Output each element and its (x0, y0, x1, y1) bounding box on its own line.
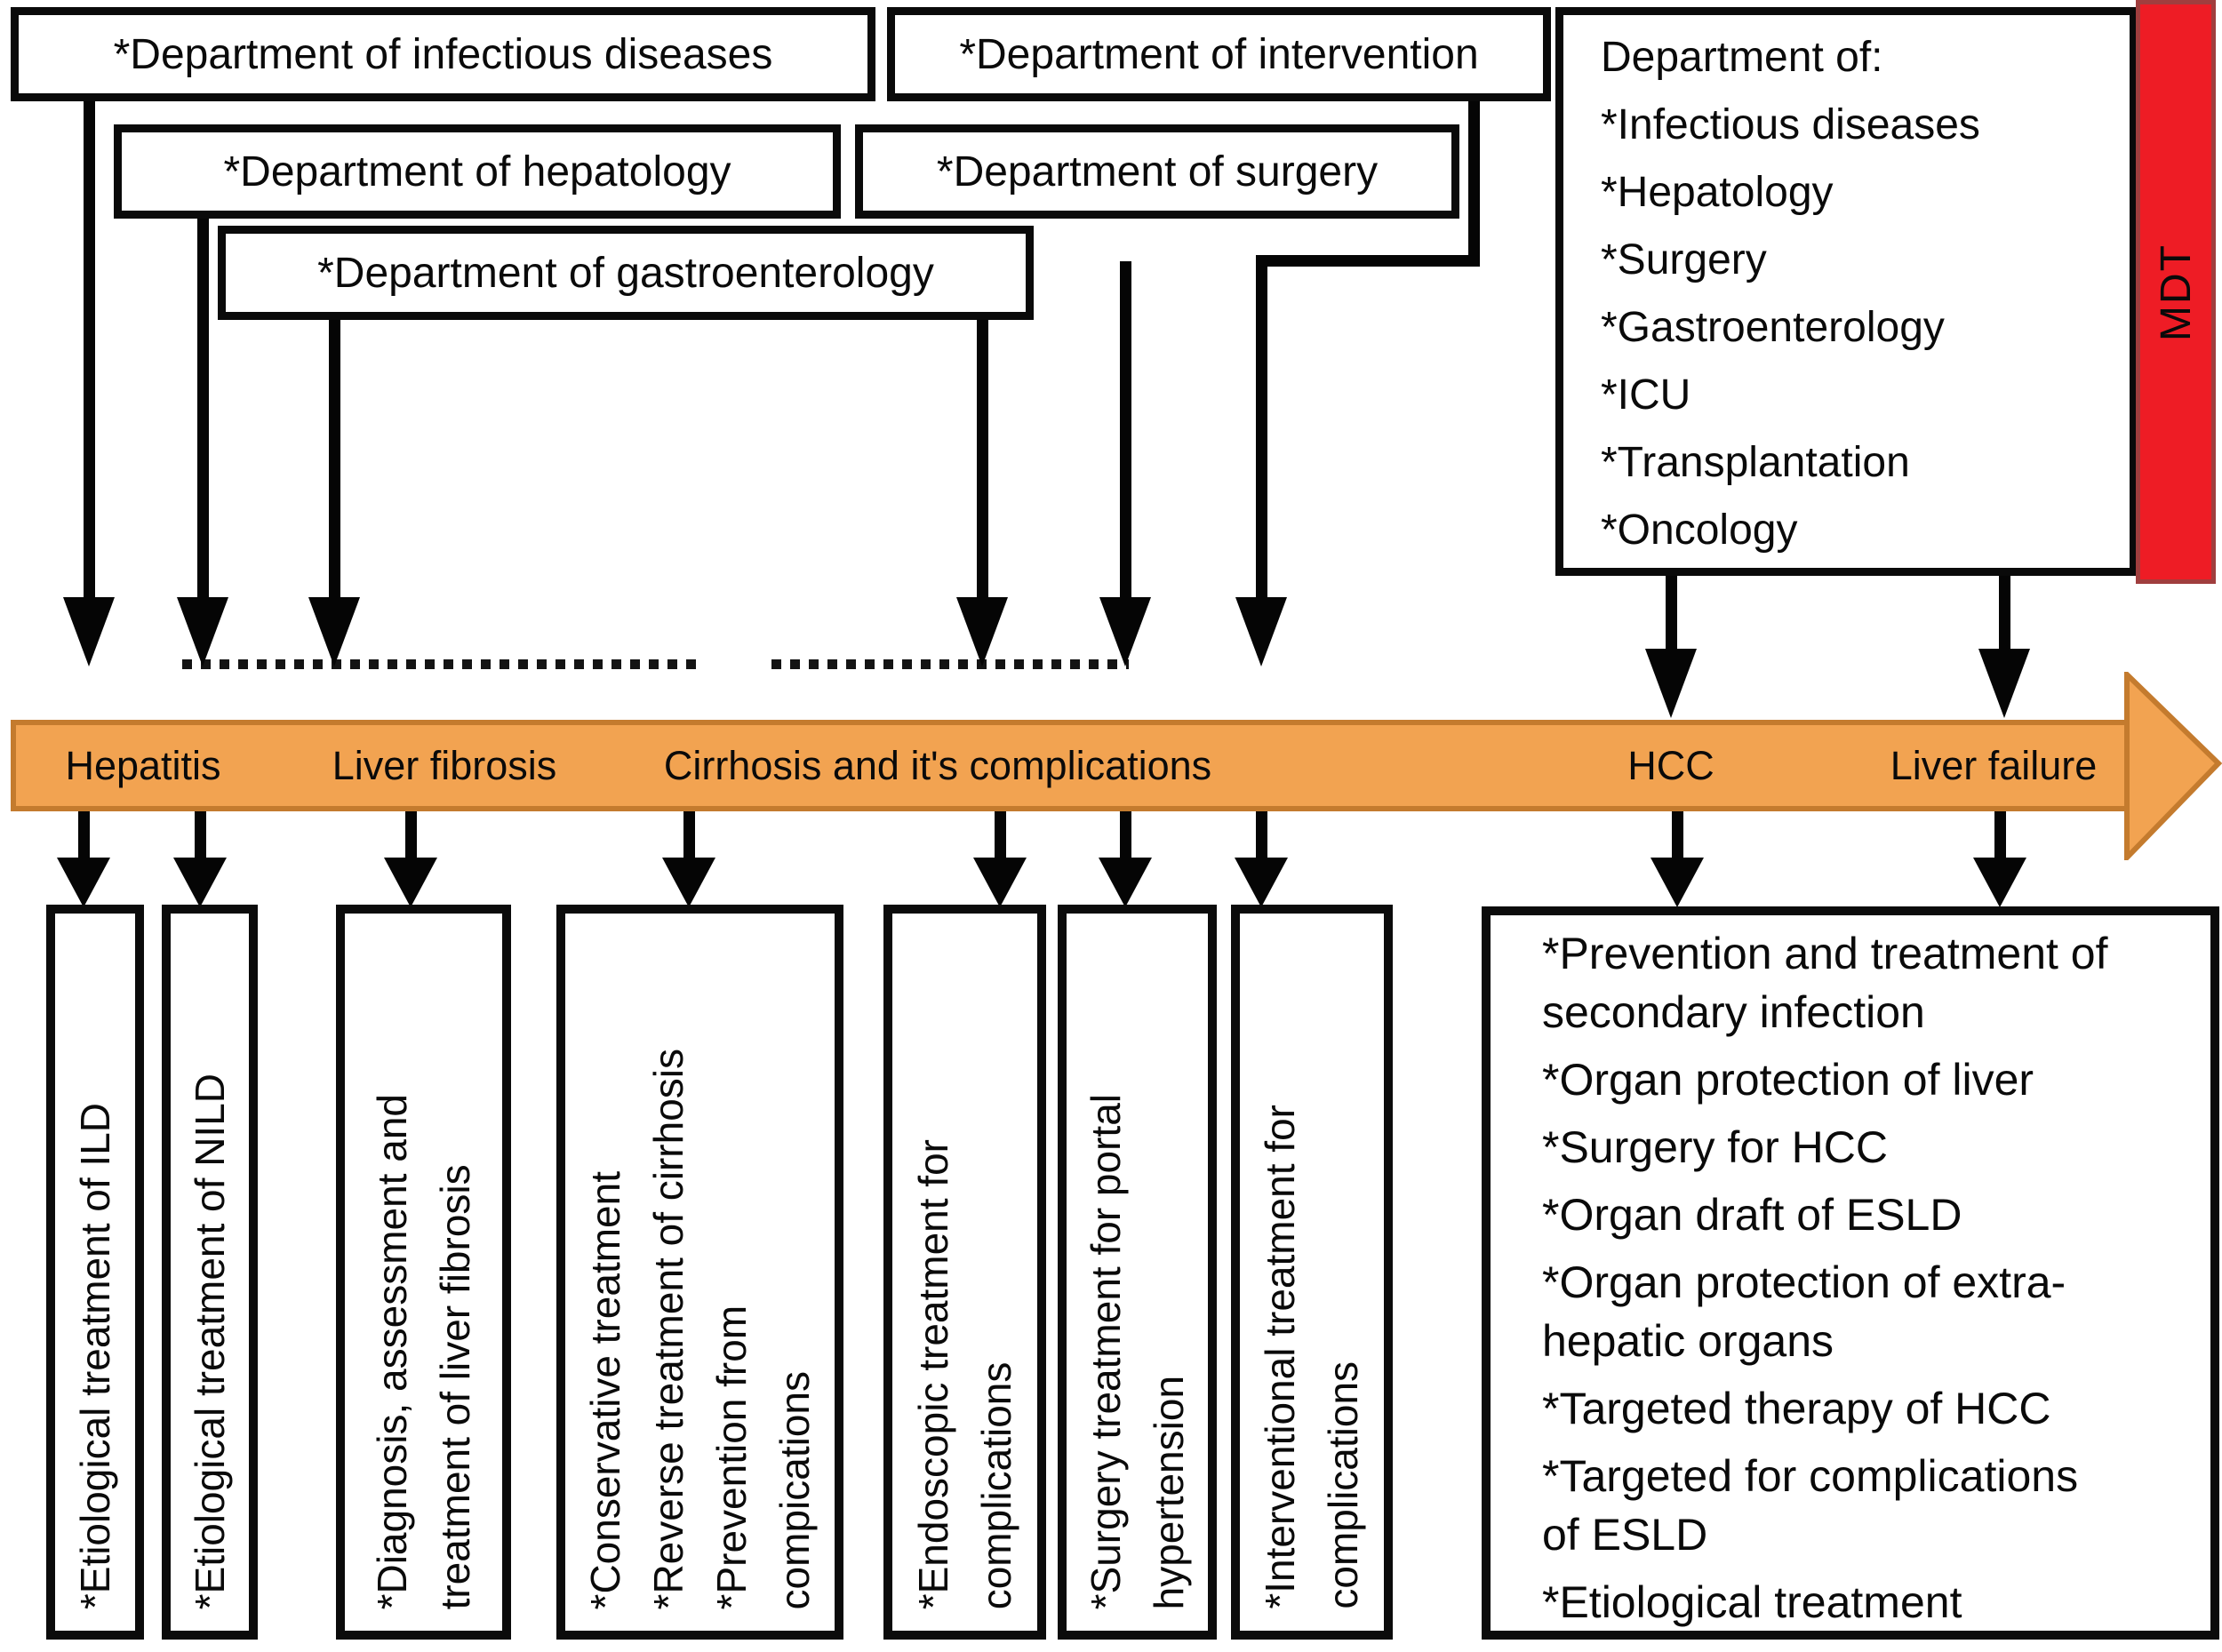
mdt-panel-item: *Oncology (1601, 507, 1798, 554)
box-dept-infectious-diseases: *Department of infectious diseases (11, 7, 875, 101)
arrow-mdt-failure-head (1978, 649, 2030, 718)
arrow-band-interventional-shaft (1256, 810, 1267, 859)
advanced-item: *Surgery for HCC (1542, 1122, 1888, 1172)
box-treatment-advanced: *Prevention and treatment of secondary i… (1482, 906, 2219, 1640)
arrow-hepatology-head (177, 597, 228, 666)
arrow-intervention-head (1235, 597, 1287, 666)
mdt-panel-item: *Transplantation (1601, 439, 1910, 486)
dotted-divider-right (771, 659, 1129, 669)
advanced-item: *Organ draft of ESLD (1542, 1190, 1962, 1240)
arrow-mdt-failure-shaft (1999, 574, 2010, 651)
dept-infectious-label: *Department of infectious diseases (113, 30, 773, 78)
arrow-gastro-left-head (308, 597, 360, 666)
stage-hcc: HCC (1627, 743, 1714, 788)
box-mdt-departments: Department of: *Infectious diseases *Hep… (1555, 7, 2138, 576)
mdt-panel-item: *Gastroenterology (1601, 304, 1945, 351)
mdt-panel-item: *ICU (1601, 371, 1691, 419)
connector-intervention-horizontal (1256, 255, 1480, 267)
arrow-band-failure-shaft (1994, 810, 2006, 859)
arrow-mdt-hcc-head (1645, 649, 1697, 718)
dept-intervention-label: *Department of intervention (959, 30, 1479, 78)
arrow-band-endoscopic-head (973, 858, 1027, 907)
treatment-cirrhosis-label: *Conservative treatment *Reverse treatme… (581, 1048, 818, 1609)
dept-surgery-label: *Department of surgery (936, 148, 1379, 196)
box-treatment-ild: *Etiological treatment of ILD (46, 905, 144, 1640)
treatment-endoscopic-label: *Endoscopic treatment for complications (909, 1138, 1019, 1609)
arrow-mdt-hcc-shaft (1666, 574, 1677, 651)
stage-hepatitis: Hepatitis (65, 743, 221, 788)
arrow-band-cirrhosis-head (662, 858, 715, 907)
box-treatment-nild: *Etiological treatment of NILD (162, 905, 258, 1640)
box-dept-hepatology: *Department of hepatology (114, 124, 841, 219)
arrow-band-fibrosis-shaft (405, 810, 417, 859)
advanced-item: *Etiological treatment (1542, 1577, 1962, 1627)
box-treatment-fibrosis: *Diagnosis, assessment and treatment of … (336, 905, 511, 1640)
advanced-item: *Targeted for complications of ESLD (1542, 1451, 2079, 1560)
dotted-divider-left (182, 659, 702, 669)
box-dept-gastroenterology: *Department of gastroenterology (218, 226, 1034, 320)
arrow-band-ild-head (57, 858, 110, 907)
treatment-interventional-label: *Interventional treatment for complicati… (1257, 1105, 1366, 1609)
arrow-band-endoscopic-shaft (995, 810, 1006, 859)
box-treatment-portal: *Surgery treatment for portal hypertensi… (1058, 905, 1217, 1640)
arrow-gastro-left-shaft (329, 318, 340, 600)
timeline-band (11, 720, 2130, 811)
arrow-band-portal-shaft (1120, 810, 1131, 859)
box-dept-surgery: *Department of surgery (855, 124, 1459, 219)
arrow-band-cirrhosis-shaft (683, 810, 695, 859)
mdt-panel-item: *Hepatology (1601, 169, 1834, 216)
arrow-band-interventional-head (1235, 858, 1288, 907)
mdt-panel-title: Department of: (1601, 34, 1883, 81)
mdt-banner-label: MDT (2152, 243, 2200, 341)
mdt-panel-item: *Infectious diseases (1601, 101, 1980, 148)
advanced-item: *Prevention and treatment of secondary i… (1542, 929, 2108, 1037)
dept-gastroenterology-label: *Department of gastroenterology (317, 249, 934, 297)
advanced-item: *Targeted therapy of HCC (1542, 1384, 2051, 1433)
arrow-band-hcc-head (1651, 858, 1704, 907)
arrow-hepatology-shaft (197, 219, 209, 600)
arrow-band-nild-shaft (195, 810, 206, 859)
treatment-ild-label: *Etiological treatment of ILD (71, 1102, 118, 1609)
box-treatment-interventional: *Interventional treatment for complicati… (1231, 905, 1393, 1640)
timeline-arrowhead (2124, 672, 2222, 860)
arrow-infectious-head (63, 597, 115, 666)
arrow-band-nild-head (173, 858, 227, 907)
dept-hepatology-label: *Department of hepatology (223, 148, 731, 196)
box-dept-intervention: *Department of intervention (887, 7, 1551, 101)
arrow-surgery-head (1099, 597, 1151, 666)
box-treatment-endoscopic: *Endoscopic treatment for complications (883, 905, 1046, 1640)
arrow-gastro-right-shaft (977, 318, 988, 600)
arrow-infectious-shaft (84, 100, 95, 600)
stage-cirrhosis: Cirrhosis and it's complications (663, 743, 1212, 788)
stage-liver-fibrosis: Liver fibrosis (332, 743, 557, 788)
arrow-band-ild-shaft (78, 810, 90, 859)
arrow-band-failure-head (1973, 858, 2026, 907)
stage-liver-failure: Liver failure (1890, 743, 2098, 788)
box-treatment-cirrhosis: *Conservative treatment *Reverse treatme… (556, 905, 843, 1640)
mdt-panel-item: *Surgery (1601, 236, 1767, 283)
connector-intervention-vertical (1468, 98, 1480, 267)
treatment-portal-label: *Surgery treatment for portal hypertensi… (1082, 1093, 1192, 1609)
arrow-band-portal-head (1099, 858, 1152, 907)
arrow-band-fibrosis-head (384, 858, 437, 907)
arrow-band-hcc-shaft (1672, 810, 1683, 859)
arrow-intervention-shaft (1256, 255, 1267, 600)
treatment-nild-label: *Etiological treatment of NILD (186, 1073, 233, 1609)
advanced-item: *Organ protection of liver (1542, 1055, 2034, 1105)
advanced-item: *Organ protection of extra- hepatic orga… (1542, 1257, 2066, 1366)
arrow-gastro-right-head (956, 597, 1008, 666)
mdt-red-banner: MDT (2136, 0, 2216, 584)
arrow-surgery-shaft (1120, 261, 1131, 600)
treatment-fibrosis-label: *Diagnosis, assessment and treatment of … (368, 1093, 478, 1609)
